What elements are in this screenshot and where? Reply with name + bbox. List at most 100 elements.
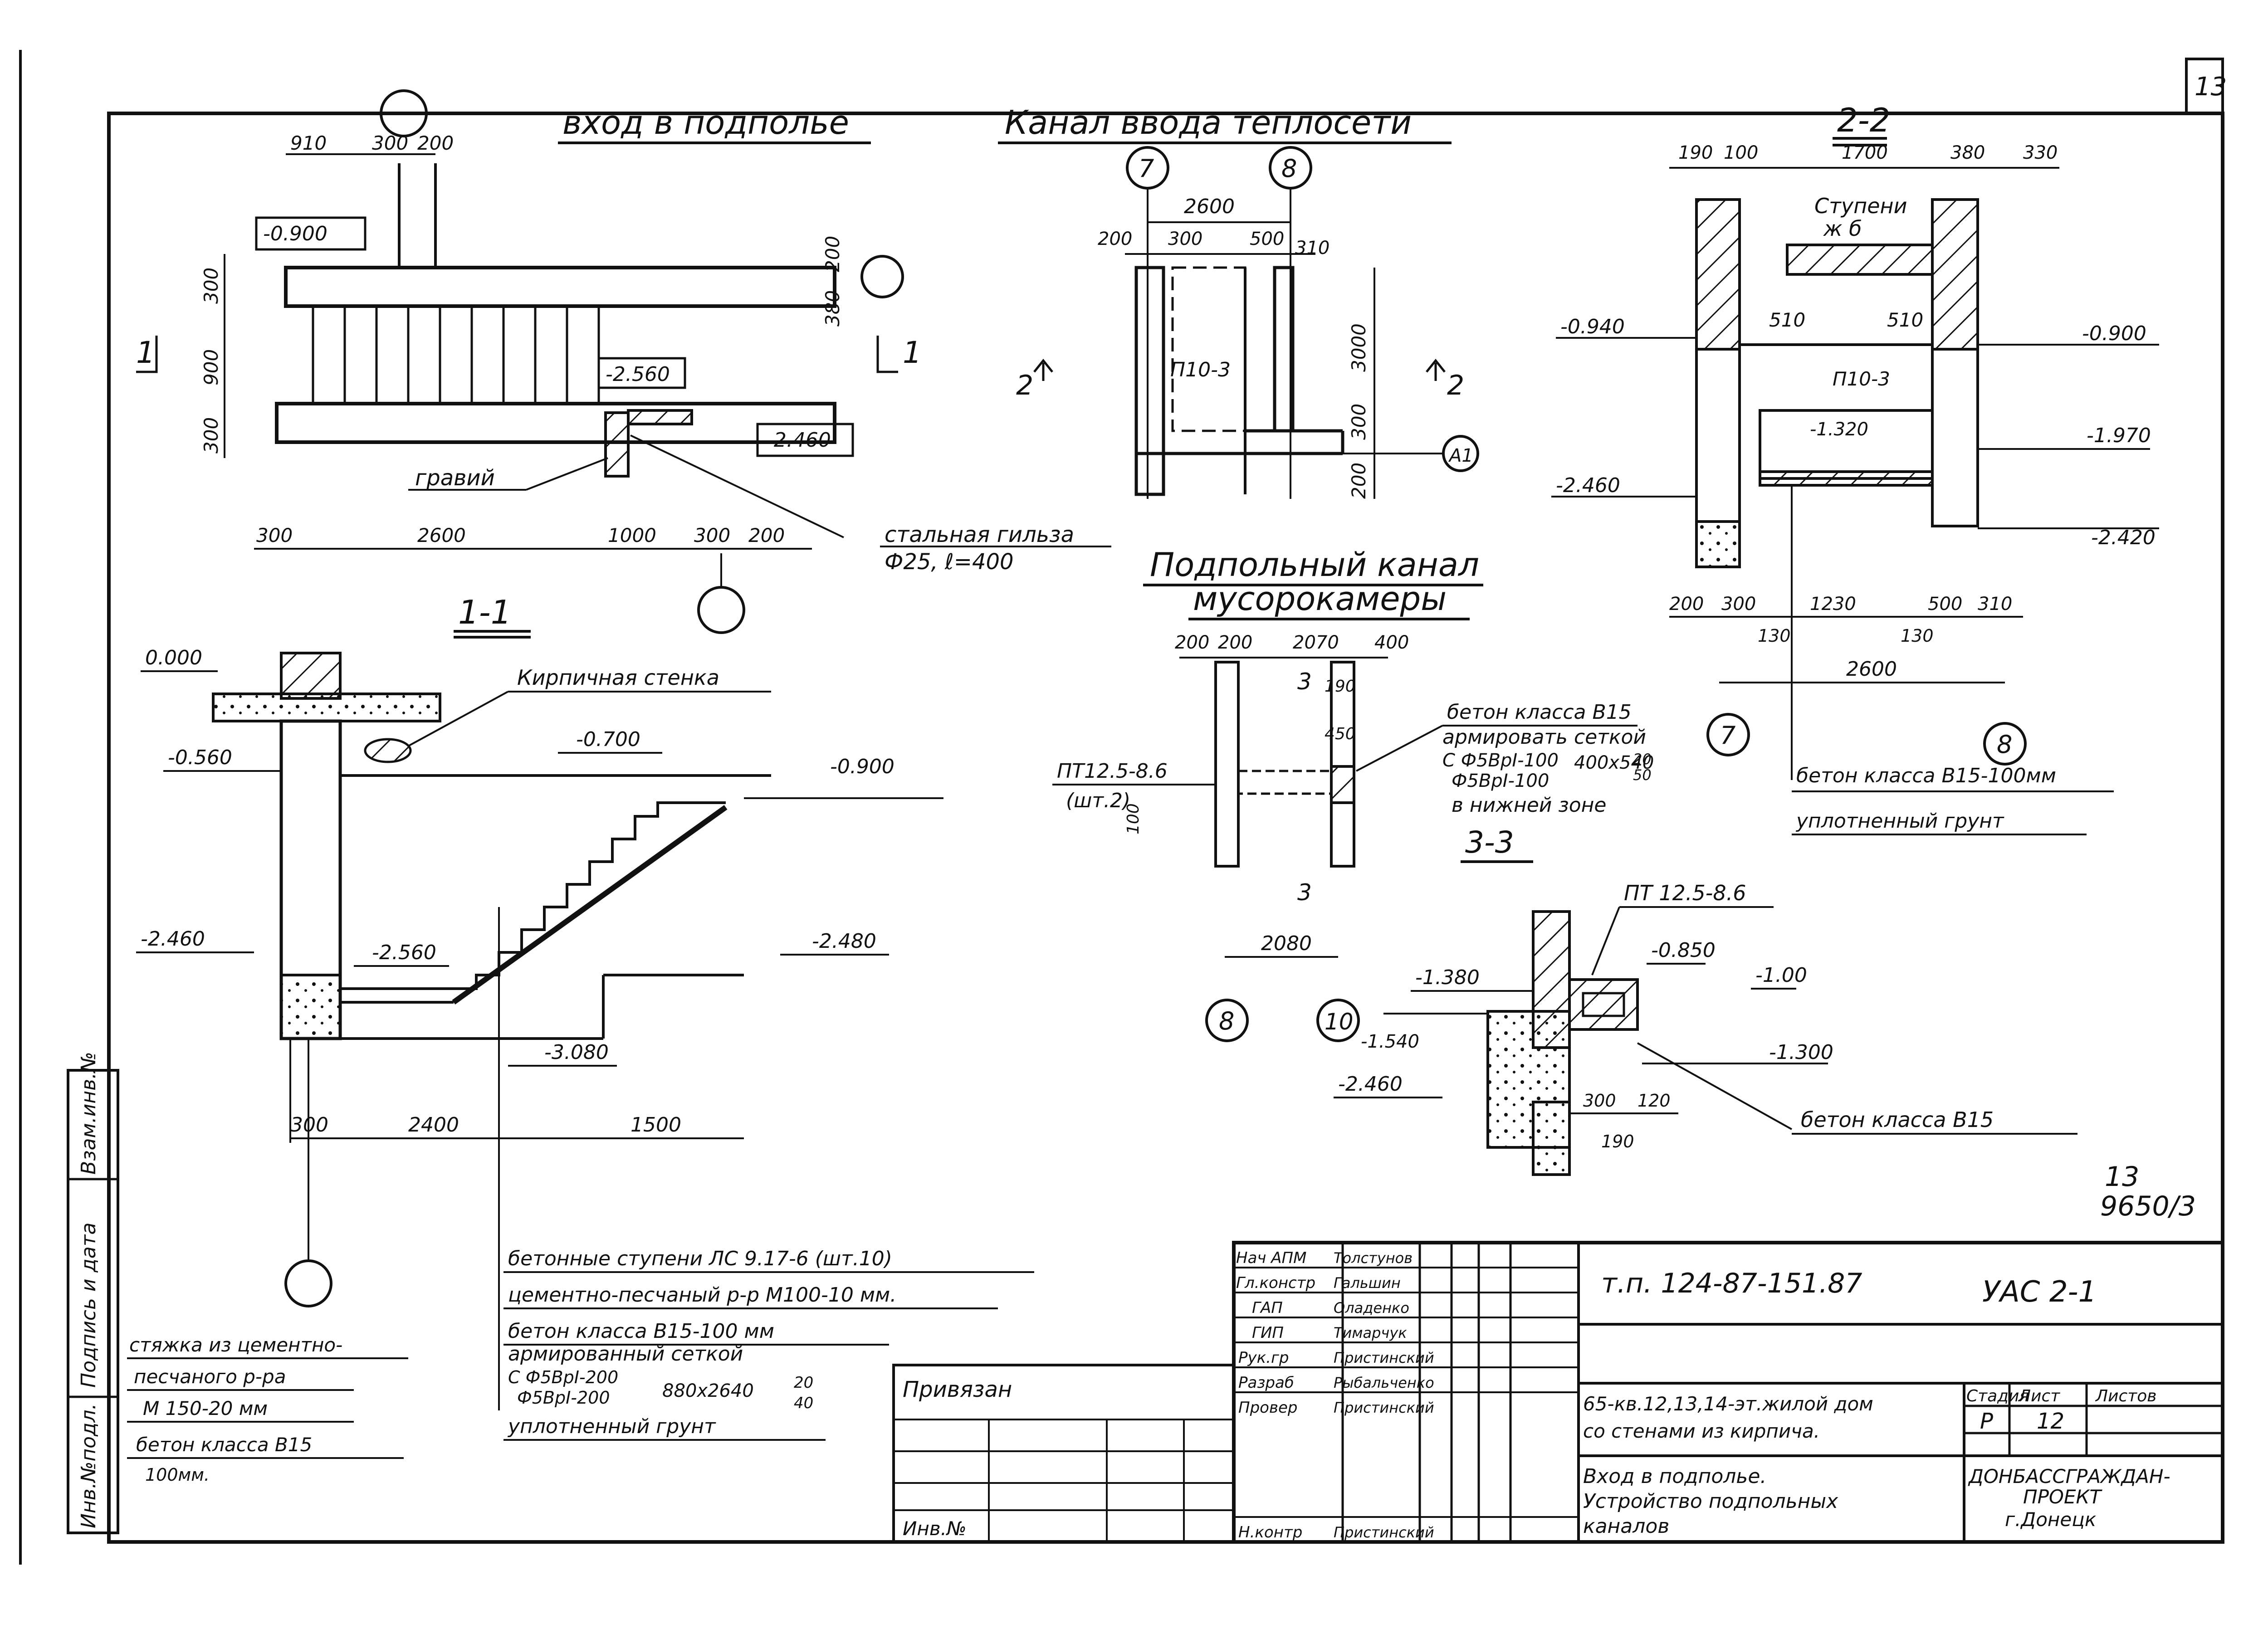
stage-value: Р	[1980, 1409, 1993, 1434]
s33-concrete: бетон класса В15	[1801, 1107, 1994, 1132]
s11-note-1: бетонные ступени ЛС 9.17-6 (шт.10)	[508, 1247, 892, 1270]
axis-circle	[697, 586, 745, 634]
side-stamp-signature: Подпись и дата	[77, 1223, 100, 1388]
s11-dim-2: 2400	[408, 1113, 459, 1136]
s11-screed-5: 100мм.	[145, 1465, 210, 1485]
channel-dim-right-3: 200	[1348, 463, 1370, 499]
role-1: Нач АПМ	[1236, 1249, 1306, 1267]
trash-axis-b: 10	[1325, 1009, 1354, 1035]
channel-cut-left: 2	[1016, 370, 1033, 401]
s33-elev-3: -1.380	[1415, 966, 1480, 989]
plan-sleeve-1: стальная гильза	[885, 522, 1074, 547]
drawing-title-1: Вход в подполье.	[1583, 1465, 1766, 1488]
plan-title: вход в подполье	[562, 103, 849, 141]
s22-dim-3: 1700	[1842, 142, 1888, 163]
channel-axis-c: А1	[1448, 445, 1473, 466]
s11-dim-3: 1500	[631, 1113, 681, 1136]
section11-title: 1-1	[458, 593, 512, 631]
s22-steps-2: ж б	[1823, 216, 1862, 241]
plan-entrance: вход в подполье 910 300 200 -0.900 -2.56…	[136, 89, 1111, 634]
side-stamp: Инв.№подл. Подпись и дата Взам.инв.№	[67, 1052, 119, 1534]
role-5: Рук.гр	[1238, 1349, 1289, 1367]
s22-dim-4: 380	[1950, 142, 1985, 163]
drawing-title-3: каналов	[1583, 1515, 1669, 1538]
trash-frac-top: 20	[1633, 751, 1652, 768]
plan-dim-bottom-5: 200	[748, 524, 785, 546]
plan-dim-bottom-1: 300	[256, 524, 293, 546]
s22-elev-2: -0.900	[2082, 322, 2146, 345]
trash-slab-1: ПТ12.5-8.6	[1057, 760, 1168, 783]
s22-axis-b: 8	[1997, 730, 2012, 759]
trash-concrete-3: С Ф5ВрI-100	[1442, 750, 1559, 771]
axis-8-circle	[1205, 999, 1249, 1042]
role-6: Разраб	[1238, 1374, 1294, 1392]
role-8: Н.контр	[1238, 1523, 1302, 1541]
s11-note-5: уплотненный грунт	[507, 1415, 716, 1438]
s11-mesh-frac-top: 20	[794, 1374, 813, 1392]
side-stamp-replace: Взам.инв.№	[77, 1052, 100, 1175]
channel-dim-2: 300	[1168, 229, 1202, 249]
role-2: Гл.констр	[1236, 1274, 1315, 1292]
sheet-value: 12	[2037, 1409, 2064, 1434]
s22-dim-1: 190	[1678, 142, 1713, 163]
sheets-label: Листов	[2095, 1387, 2156, 1405]
channel-dim-4: 310	[1295, 238, 1330, 259]
org-2: ПРОЕКТ	[2023, 1486, 2102, 1508]
trash-dim-bottom: 2080	[1261, 932, 1312, 955]
channel-plate: П10-3	[1170, 358, 1231, 381]
plan-dim-bottom-4: 300	[694, 524, 730, 546]
stage-label: Стадия	[1966, 1387, 2029, 1405]
plan-dim-top-3: 200	[417, 132, 454, 154]
trash-slab-2: (шт.2)	[1066, 789, 1130, 812]
s22-dim-b1: 200	[1669, 594, 1704, 615]
s11-mesh-2: Ф5ВрI-200	[517, 1388, 610, 1408]
s33-dim-1: 300	[1583, 1091, 1616, 1111]
plan-dim-right-2: 380	[821, 290, 844, 327]
s22-dim-total: 2600	[1846, 658, 1897, 681]
axis-circle	[284, 1259, 332, 1307]
s11-elev-4: -0.900	[830, 755, 894, 778]
archive-no-top: 13	[2105, 1161, 2139, 1193]
doc-code: т.п. 124-87-151.87	[1601, 1268, 1862, 1299]
plan-dim-top-2: 300	[372, 132, 408, 154]
s11-note-2: цементно-песчаный р-р М100-10 мм.	[508, 1283, 896, 1307]
s22-wall-2: 510	[1887, 309, 1923, 331]
s22-elev-5: -2.420	[2091, 526, 2156, 549]
s11-elev-2: -0.560	[168, 746, 232, 769]
section-1-1: 1-1 0.000 Кирпичная стенка -0.560 -0.700…	[127, 593, 1034, 1485]
channel-dim-1: 200	[1098, 229, 1132, 249]
s22-elev-1: -0.940	[1560, 315, 1625, 338]
channel-axis-a: 7	[1139, 154, 1154, 183]
s22-elev-3: -1.970	[2087, 424, 2151, 447]
trash-concrete-5: в нижней зоне	[1452, 794, 1607, 817]
plan-elev-2: -2.560	[606, 363, 670, 386]
s33-elev-1: -0.850	[1651, 939, 1716, 962]
org-3: г.Донецк	[2005, 1508, 2097, 1531]
s11-mesh-frac-bot: 40	[794, 1394, 813, 1412]
s22-dim-sub-2: 130	[1901, 626, 1934, 646]
s11-elev-6: -2.560	[372, 941, 436, 964]
channel-dim-total: 2600	[1184, 195, 1235, 218]
s22-dim-5: 330	[2023, 142, 2058, 163]
s11-elev-1: 0.000	[145, 646, 202, 669]
heat-channel-plan: Канал ввода теплосети 7 8 2600 200 300 5…	[998, 103, 1479, 499]
channel-cut-right: 2	[1447, 370, 1464, 401]
trash-small-2: 450	[1325, 725, 1356, 743]
section-2-2: 2-2 190 100 1700 380 330 Ступени ж б 510…	[1551, 101, 2159, 835]
trash-concrete-1: бетон класса В15	[1447, 701, 1632, 724]
side-stamp-inv: Инв.№подл.	[77, 1403, 100, 1528]
role-4: ГИП	[1252, 1324, 1284, 1342]
trash-dim-2: 200	[1218, 632, 1252, 653]
s11-brick-wall: Кирпичная стенка	[517, 665, 719, 690]
s22-note-1: бетон класса В15-100мм	[1796, 764, 2056, 787]
s22-axis-a: 7	[1720, 721, 1735, 750]
sheet-code: УАС 2-1	[1982, 1275, 2097, 1309]
channel-dim-right-1: 3000	[1348, 323, 1370, 372]
s33-elev-2: -1.00	[1755, 964, 1807, 987]
name-8: Пристинский	[1334, 1524, 1434, 1541]
axis-circle	[380, 89, 428, 137]
drawing-title-2: Устройство подпольных	[1583, 1490, 1838, 1513]
channel-title: Канал ввода теплосети	[1005, 103, 1412, 141]
trash-axis-a: 8	[1219, 1007, 1234, 1035]
